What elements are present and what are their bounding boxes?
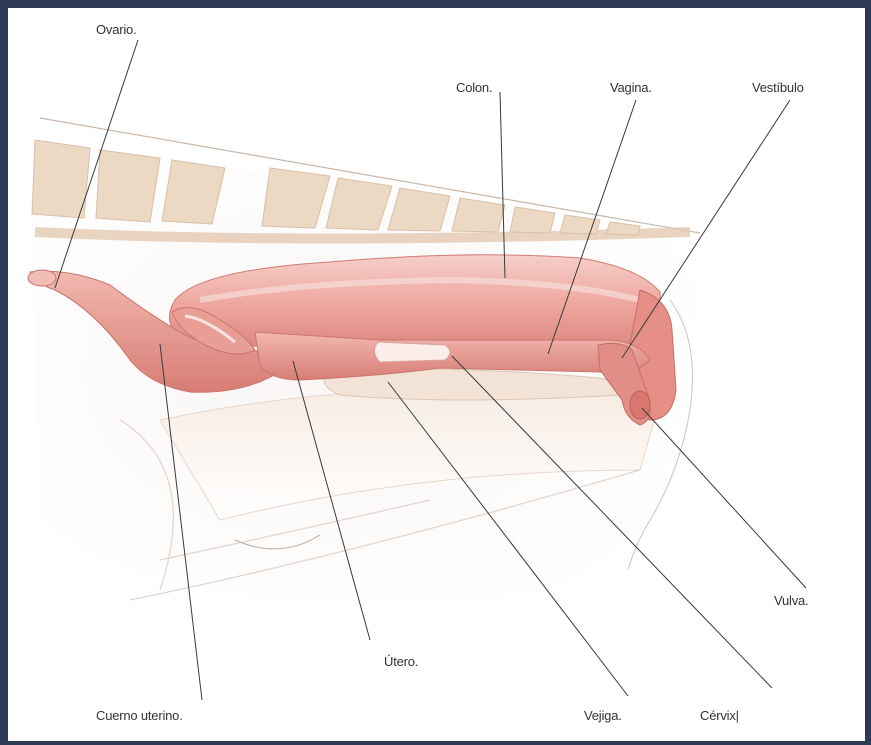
diagram-panel: Ovario. Colon. Vagina. Vestíbulo Vulva. … — [8, 8, 865, 741]
label-cervix: Cérvix| — [700, 708, 739, 723]
ovary — [28, 270, 56, 286]
label-colon: Colon. — [456, 80, 492, 95]
cervix-highlight — [374, 342, 450, 362]
label-utero: Útero. — [384, 654, 418, 669]
label-vejiga: Vejiga. — [584, 708, 622, 723]
leader-vulva — [642, 408, 806, 588]
label-cuerno-uterino: Cuerno uterino. — [96, 708, 183, 723]
reproductive-anatomy-illustration — [8, 8, 865, 741]
vulva — [630, 391, 650, 419]
label-vulva: Vulva. — [774, 593, 808, 608]
label-ovario: Ovario. — [96, 22, 137, 37]
label-vagina: Vagina. — [610, 80, 652, 95]
label-vestibulo: Vestíbulo — [752, 80, 804, 95]
